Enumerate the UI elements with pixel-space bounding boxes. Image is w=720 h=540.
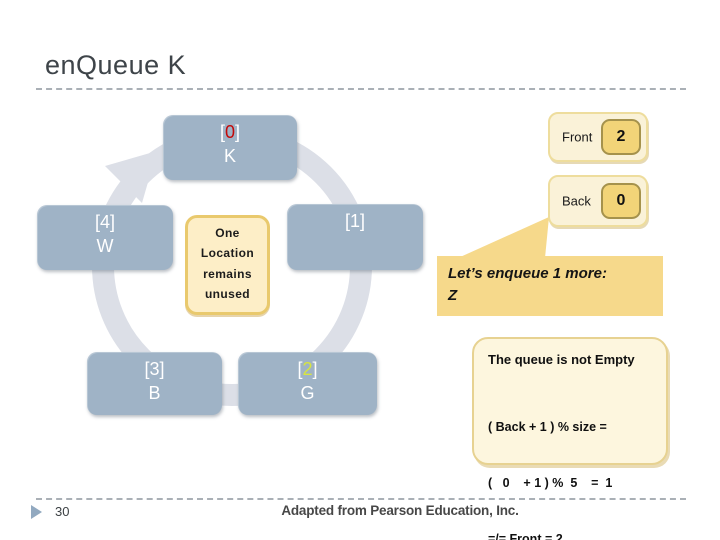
- queue-status-title: The queue is not Empty: [488, 352, 635, 367]
- cell-value: K: [223, 146, 236, 166]
- front-pointer-label: Front: [562, 129, 593, 145]
- cell-index: [2]: [238, 359, 377, 380]
- cell-index-digit: 3: [149, 359, 160, 379]
- cell-index-digit: 1: [349, 211, 360, 231]
- front-pointer-value: 2: [601, 119, 641, 155]
- queue-status-math: ( Back + 1 ) % size = ( 0 + 1 ) % 5 = 1 …: [488, 380, 652, 540]
- bracket: ]: [235, 122, 241, 142]
- cell-index: [4]: [37, 212, 173, 233]
- back-pointer-label: Back: [562, 193, 591, 209]
- bracket: [: [344, 211, 350, 231]
- slide-page-number: 30: [55, 504, 70, 519]
- math-line: ( Back + 1 ) % size =: [488, 419, 607, 434]
- back-pointer-box: Back 0: [548, 175, 648, 227]
- cell-index: [3]: [87, 359, 222, 380]
- cell-index-digit: 0: [224, 122, 235, 142]
- math-line: =/= Front = 2: [488, 532, 563, 540]
- queue-cell-0: [0] K: [163, 115, 297, 180]
- cell-value: G: [300, 383, 315, 403]
- queue-cell-3: [3] B: [87, 352, 222, 415]
- queue-cell-2: [2] G: [238, 352, 377, 415]
- queue-status-box: The queue is not Empty ( Back + 1 ) % si…: [472, 337, 668, 540]
- unused-location-note: One Location remains unused: [185, 215, 270, 315]
- cell-value: W: [96, 236, 114, 256]
- cycle-arrowhead-icon: [105, 151, 157, 203]
- cell-value: [287, 235, 423, 257]
- cell-index-digit: 2: [302, 359, 313, 379]
- queue-cell-1: [1]: [287, 204, 423, 270]
- callout-pointer: [458, 217, 549, 258]
- bracket: ]: [360, 211, 366, 231]
- title-divider: [36, 88, 686, 90]
- bracket: ]: [110, 212, 116, 232]
- bracket: [: [94, 212, 100, 232]
- enqueue-callout: Let’s enqueue 1 more: Z: [437, 256, 663, 316]
- cell-index-digit: 4: [99, 212, 110, 232]
- math-line: ( 0 + 1 ) % 5 = 1: [488, 475, 613, 490]
- bracket: [: [144, 359, 150, 379]
- footer-credit: Adapted from Pearson Education, Inc.: [281, 503, 519, 518]
- bracket: ]: [312, 359, 318, 379]
- cell-index: [1]: [287, 211, 423, 232]
- cell-value: B: [148, 383, 161, 403]
- front-pointer-box: Front 2: [548, 112, 648, 162]
- footer-divider: [36, 498, 686, 500]
- bracket: ]: [159, 359, 165, 379]
- cell-index: [0]: [163, 122, 297, 143]
- back-pointer-value: 0: [601, 183, 641, 219]
- bracket: [: [219, 122, 225, 142]
- page-title: enQueue K: [45, 50, 187, 80]
- queue-cell-4: [4] W: [37, 205, 173, 270]
- bracket: [: [297, 359, 303, 379]
- slide-marker-triangle-icon: [31, 505, 42, 519]
